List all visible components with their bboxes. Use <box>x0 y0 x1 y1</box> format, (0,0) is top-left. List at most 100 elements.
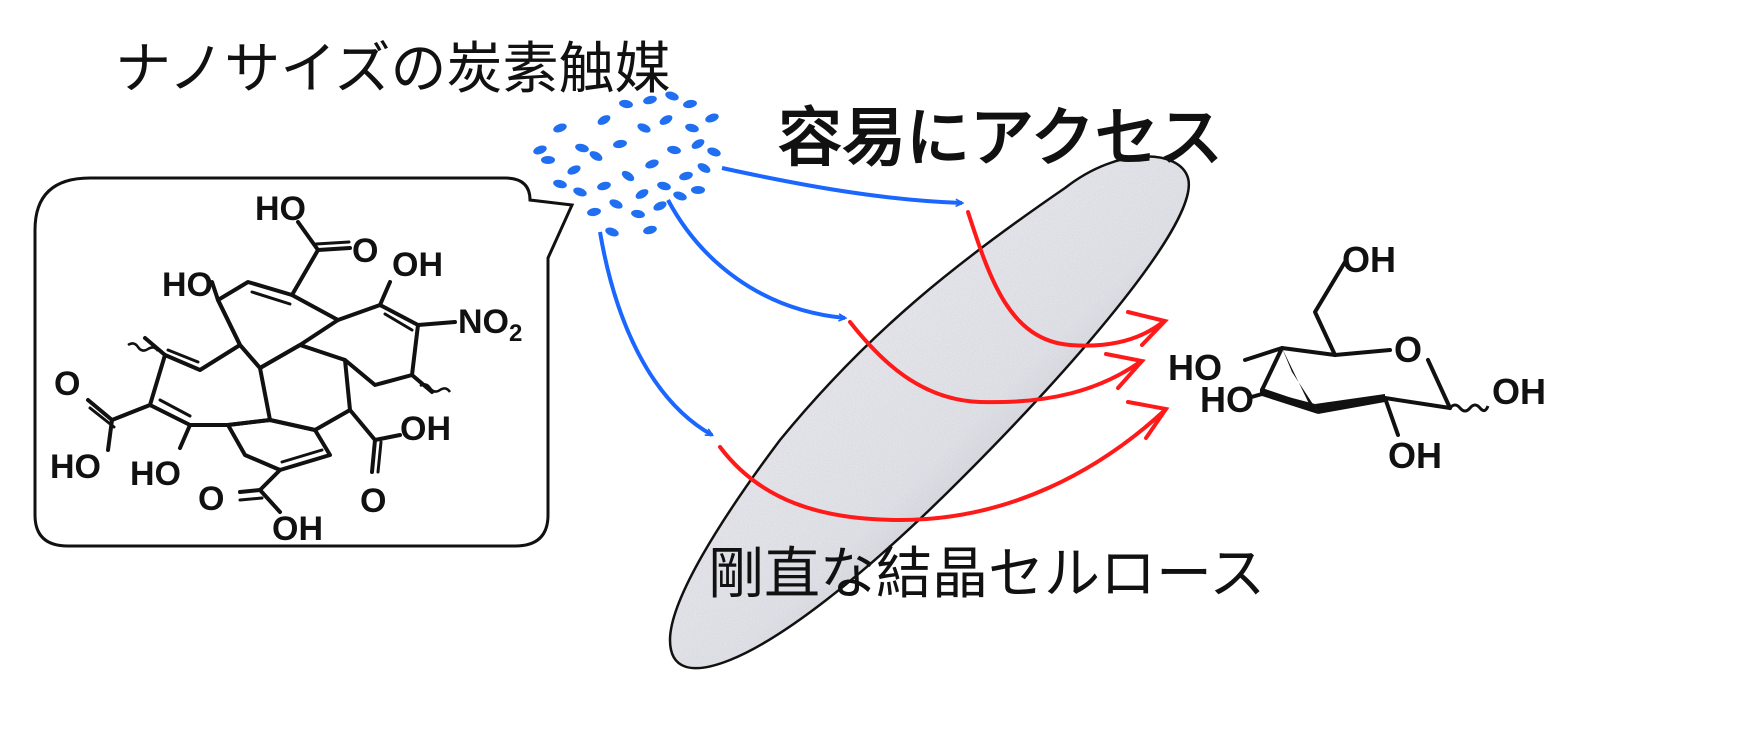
cooh-bond <box>106 418 114 452</box>
access-label: 容易にアクセス <box>778 102 1223 176</box>
label-oh-bottom: OH <box>1388 435 1442 476</box>
cooh-bond <box>296 220 320 252</box>
cellulose-label: 剛直な結晶セルロース <box>708 542 1265 607</box>
nanoparticle-dot <box>619 99 633 109</box>
nanoparticle-dot <box>553 179 567 189</box>
nanoparticle-dot <box>553 123 567 133</box>
nanoparticle-dot <box>665 91 679 101</box>
nanoparticle-dot <box>613 139 627 149</box>
nanoparticle-dot <box>573 187 587 197</box>
nanoparticle-dot <box>605 227 619 237</box>
double-bond <box>238 496 264 502</box>
wavy-bond <box>1448 403 1490 413</box>
ring-bond <box>226 418 332 472</box>
ring-bond <box>1383 396 1452 410</box>
wavy-bond <box>410 373 434 394</box>
wavy-bond <box>143 336 167 357</box>
nanoparticle-dot <box>679 171 693 181</box>
nanoparticle-dot <box>659 115 673 125</box>
nanoparticle-dot <box>691 139 705 149</box>
glucose-molecule: OH O HO HO OH OH <box>1168 239 1546 476</box>
wedge-bond <box>1262 390 1318 414</box>
nanoparticle-dot <box>541 156 555 164</box>
nanoparticle-dot <box>631 209 645 219</box>
cooh-bond <box>370 438 377 474</box>
label-o-ring: O <box>1394 329 1422 370</box>
catalyst-arrows <box>598 166 962 437</box>
nanoparticle-dot <box>533 145 547 155</box>
nanoparticle-dot <box>685 123 699 133</box>
nanoparticle-dot <box>597 181 611 191</box>
ring-bond <box>1426 358 1452 410</box>
nanoparticle-cluster <box>533 91 721 237</box>
nanoparticle-dot <box>575 143 589 153</box>
wedge-bond <box>1315 394 1385 414</box>
label-oh-right: OH <box>392 246 443 284</box>
ring-bond <box>336 303 420 387</box>
double-bond <box>166 348 200 364</box>
nanoparticle-dot <box>657 181 671 191</box>
product-arrows <box>718 210 1170 523</box>
oh-bond <box>378 280 392 307</box>
label-oh-bottom-right: OH <box>400 410 451 448</box>
cellulose-rod <box>668 155 1191 670</box>
ring-bond <box>1333 348 1392 357</box>
label-ho-bottom: HO <box>130 455 181 493</box>
nanoparticle-dot <box>673 191 687 201</box>
nanoparticle-dot <box>697 163 711 173</box>
cooh-bond <box>258 488 282 514</box>
red-arrow <box>718 408 1167 523</box>
red-arrow-head <box>1126 310 1169 347</box>
nanoparticle-dot <box>705 113 719 123</box>
nanoparticle-dot <box>621 170 635 182</box>
nanoparticle-dot <box>643 225 657 235</box>
red-arrow <box>966 210 1165 348</box>
nanoparticle-dot <box>653 201 667 211</box>
double-bond <box>158 398 192 418</box>
ch2oh-bond <box>1313 260 1347 357</box>
double-bond <box>376 440 383 474</box>
oh-bond <box>1383 396 1400 437</box>
label-oh-right: OH <box>1492 371 1546 412</box>
oh-bond <box>1243 346 1284 362</box>
red-arrow <box>848 320 1142 405</box>
blue-arrow <box>666 199 845 318</box>
nanoparticle-dot <box>667 145 681 155</box>
red-arrow-head <box>1104 352 1146 390</box>
cellulose-rod-outline <box>668 155 1191 670</box>
nanoparticle-dot <box>587 207 601 217</box>
nanoparticle-dot <box>643 95 657 105</box>
nanoparticle-dot <box>637 123 651 133</box>
nanoparticle-dot <box>691 186 705 194</box>
blue-arrow <box>598 231 712 437</box>
wavy-mark <box>127 342 160 352</box>
double-bond <box>383 312 414 332</box>
nanoparticle-dot <box>635 189 649 199</box>
label-o-bottom: O <box>198 480 224 518</box>
red-arrow-head <box>1126 400 1170 440</box>
label-o-top: O <box>352 232 378 270</box>
label-oh-top: OH <box>1342 239 1396 280</box>
no2-bond <box>416 320 457 327</box>
catalyst-molecule: HO O HO OH NO2 O HO HO O OH O OH <box>50 190 522 548</box>
double-bond <box>280 448 324 464</box>
label-ho-left-bottom: HO <box>1200 379 1254 420</box>
catalyst-label: ナノサイズの炭素触媒 <box>115 37 671 102</box>
ring-bond <box>1260 346 1337 392</box>
nanoparticle-dot <box>707 147 721 157</box>
label-no2: NO2 <box>458 303 522 347</box>
nanoparticle-dot <box>645 159 659 169</box>
label-ho-bottom-left: HO <box>50 448 101 486</box>
nanoparticle-dot <box>567 165 581 175</box>
label-ho-top: HO <box>255 190 306 228</box>
blue-arrow <box>721 166 962 203</box>
speech-bubble <box>33 176 575 548</box>
oh-bond <box>1247 392 1263 400</box>
wavy-mark <box>419 383 452 393</box>
double-bond <box>314 240 351 246</box>
nanoparticle-dot <box>609 199 623 209</box>
label-ho-left: HO <box>162 266 213 304</box>
label-ho-left-top: HO <box>1168 347 1222 388</box>
oh-bond <box>178 423 192 450</box>
